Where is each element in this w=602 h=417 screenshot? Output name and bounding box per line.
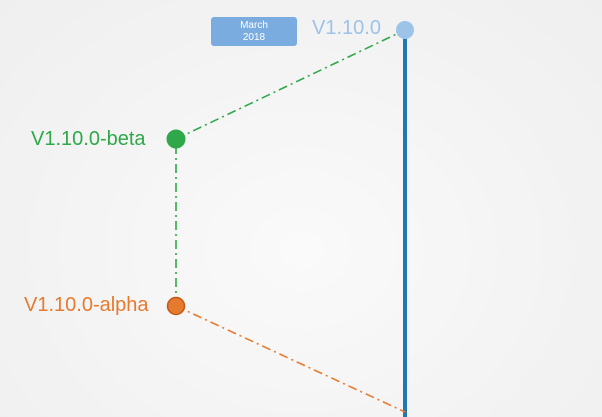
badge-year: 2018 [242, 31, 266, 43]
beta-version-label: V1.10.0-beta [31, 128, 146, 150]
release-version-label: V1.10.0 [312, 17, 381, 39]
alpha-node [166, 296, 186, 316]
alpha-to-timeline-connector [175, 305, 406, 413]
alpha-version-label: V1.10.0-alpha [24, 294, 149, 316]
beta-node [166, 129, 186, 149]
release-node [396, 21, 414, 39]
release-date-badge: March 2018 [211, 17, 297, 46]
beta-to-release-connector [175, 29, 406, 140]
badge-month: March [240, 19, 268, 31]
